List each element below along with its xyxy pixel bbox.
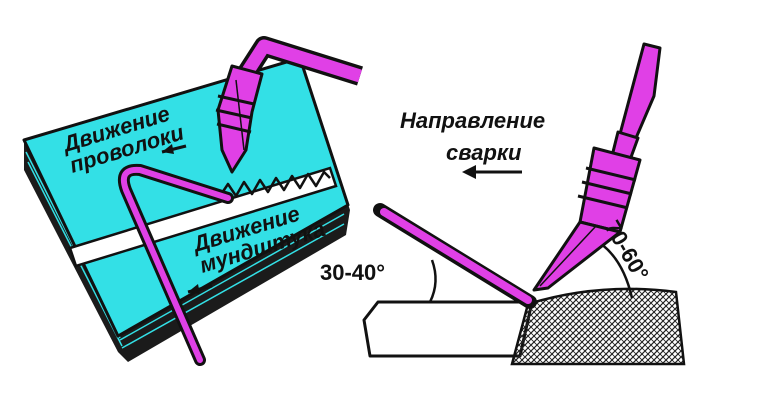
label-direction-line1: Направление [400, 108, 545, 133]
weld-pool [510, 287, 686, 366]
left-illustration: Движение проволоки Движение мундштука [22, 36, 363, 366]
label-direction-line2: сварки [446, 140, 522, 165]
angle-arc-rod [428, 259, 437, 303]
plate [22, 56, 350, 338]
right-illustration: Направление сварки 30-40° 70-60° [320, 42, 686, 366]
weld-groove [68, 166, 338, 268]
left-arrow-icon [462, 165, 522, 179]
torch-nozzle [215, 64, 264, 174]
welding-torch [532, 42, 662, 292]
base-plate [362, 300, 534, 358]
left-arrow-icon [161, 144, 187, 154]
label-angle-rod: 30-40° [320, 260, 385, 285]
left-arrow-icon [187, 284, 213, 294]
weld-seam [218, 170, 331, 198]
